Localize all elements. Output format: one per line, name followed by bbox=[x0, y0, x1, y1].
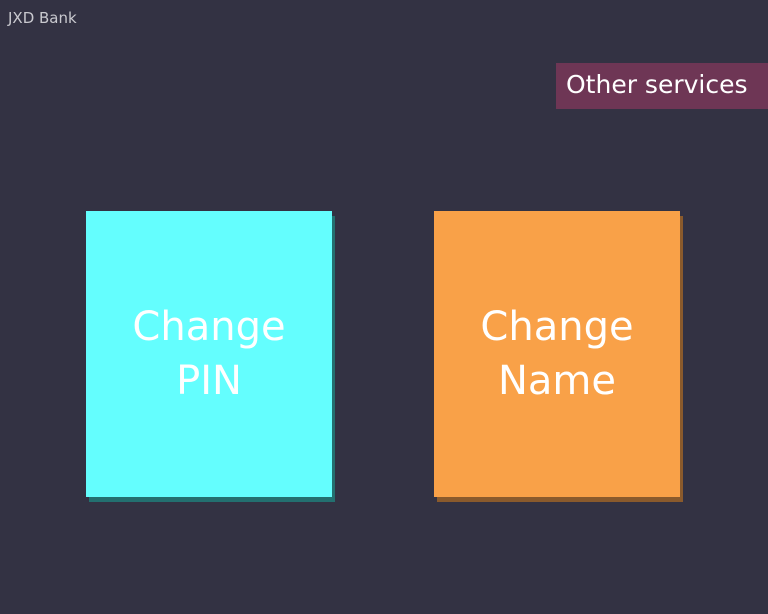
change-pin-label-line2: PIN bbox=[176, 358, 242, 404]
change-name-label-line1: Change bbox=[480, 304, 634, 350]
change-pin-button[interactable]: Change PIN bbox=[86, 211, 332, 497]
other-services-button[interactable]: Other services bbox=[556, 63, 768, 109]
change-name-button[interactable]: Change Name bbox=[434, 211, 680, 497]
change-name-label-line2: Name bbox=[497, 358, 616, 404]
change-pin-label-line1: Change bbox=[132, 304, 286, 350]
bank-name: JXD Bank bbox=[8, 9, 77, 27]
